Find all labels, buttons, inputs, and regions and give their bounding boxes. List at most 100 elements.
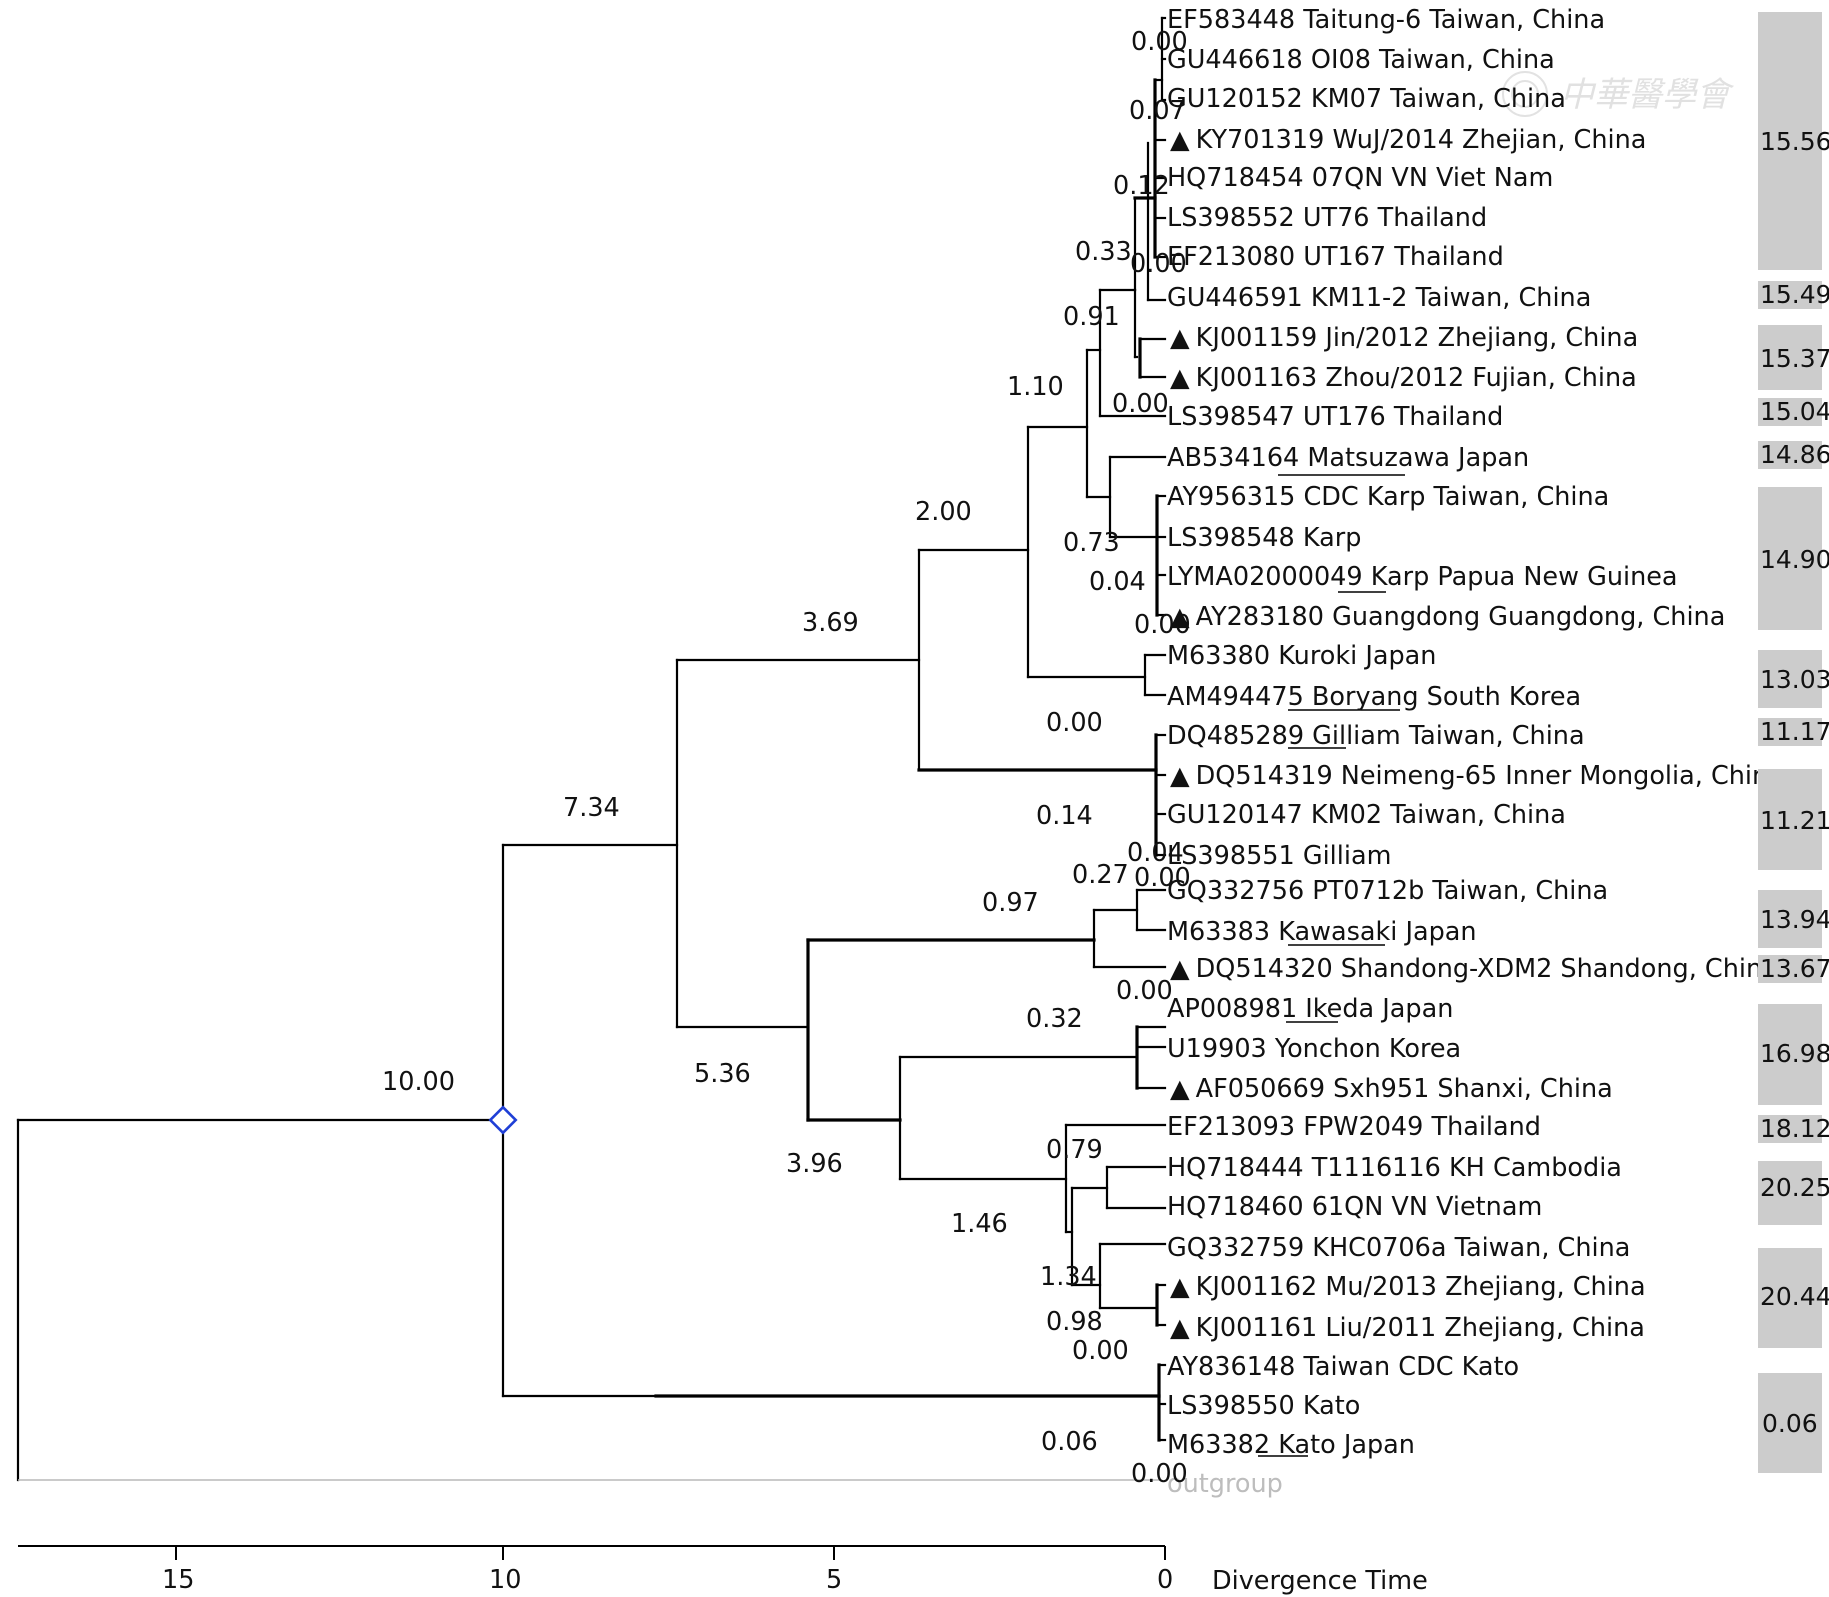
taxon-label: DQ485289 Gilliam Taiwan, China: [1167, 721, 1585, 751]
axis-tick-label: 5: [826, 1565, 842, 1595]
name-underlines: [1258, 474, 1405, 1457]
axis-tick-label: 10: [489, 1565, 521, 1595]
axis-tick-label: 15: [162, 1565, 194, 1595]
node-label: 2.00: [915, 497, 972, 527]
taxon-label: EF583448 Taitung-6 Taiwan, China: [1167, 5, 1605, 35]
node-label: 0.00: [1116, 976, 1173, 1006]
group-value: 13.94: [1760, 905, 1829, 934]
node-label: 0.00: [1131, 1459, 1188, 1489]
taxon-label: ▲KY701319 WuJ/2014 Zhejian, China: [1170, 125, 1646, 155]
group-value: 15.56: [1760, 127, 1829, 156]
node-label: 3.69: [802, 608, 859, 638]
taxon-label: GU446591 KM11-2 Taiwan, China: [1167, 283, 1591, 313]
node-label: 0.32: [1026, 1004, 1083, 1034]
taxon-label: ▲DQ514320 Shandong-XDM2 Shandong, China: [1170, 954, 1778, 984]
taxon-label: HQ718460 61QN VN Vietnam: [1167, 1192, 1542, 1222]
taxon-label: HQ718444 T1116116 KH Cambodia: [1167, 1153, 1622, 1183]
divergence-time-axis: 15 10 5 0 Divergence Time: [18, 1545, 1428, 1596]
node-label: 0.00: [1046, 708, 1103, 738]
taxon-label: LS398547 UT176 Thailand: [1167, 402, 1503, 432]
group-value: 13.03: [1760, 665, 1829, 694]
node-label: 0.91: [1063, 302, 1120, 332]
taxon-label: GU120147 KM02 Taiwan, China: [1167, 800, 1566, 830]
node-label: 0.00: [1134, 863, 1191, 893]
taxon-label: ▲KJ001162 Mu/2013 Zhejiang, China: [1170, 1272, 1646, 1302]
node-label: 0.27: [1072, 860, 1129, 890]
node-label: 0.00: [1130, 249, 1187, 279]
tree-branches: [16, 16, 1167, 1482]
group-value: 0.06: [1762, 1409, 1818, 1438]
taxon-label: AB534164 Matsuzawa Japan: [1167, 443, 1529, 473]
group-value: 11.21: [1760, 806, 1829, 835]
node-label: 0.33: [1075, 237, 1132, 267]
outgroup-label: outgroup: [1167, 1469, 1283, 1499]
taxon-label: ▲AY283180 Guangdong Guangdong, China: [1170, 602, 1725, 632]
group-value: 15.37: [1760, 344, 1829, 373]
taxon-label: LS398552 UT76 Thailand: [1167, 203, 1487, 233]
taxon-label: M63383 Kawasaki Japan: [1167, 917, 1477, 947]
axis-title: Divergence Time: [1212, 1566, 1428, 1596]
taxon-label: EF213080 UT167 Thailand: [1167, 242, 1504, 272]
node-label: 0.07: [1129, 96, 1186, 126]
group-value: 16.98: [1760, 1039, 1829, 1068]
node-label: 0.04: [1127, 838, 1184, 868]
node-label: 0.98: [1046, 1307, 1103, 1337]
group-value: 15.04: [1760, 397, 1829, 426]
taxon-label: LYMA02000049 Karp Papua New Guinea: [1167, 562, 1678, 592]
axis-tick-label: 0: [1157, 1565, 1173, 1595]
taxon-label: GU120152 KM07 Taiwan, China: [1167, 84, 1566, 114]
taxon-label: AY956315 CDC Karp Taiwan, China: [1167, 482, 1609, 512]
node-label: 10.00: [382, 1067, 455, 1097]
taxon-label: ▲KJ001163 Zhou/2012 Fujian, China: [1170, 363, 1637, 393]
taxon-label: ▲DQ514319 Neimeng-65 Inner Mongolia, Chi…: [1170, 761, 1784, 791]
node-label: 0.97: [982, 888, 1039, 918]
node-label: 7.34: [563, 793, 620, 823]
watermark-logo: 中華醫學會: [1502, 71, 1735, 117]
node-label: 0.79: [1046, 1135, 1103, 1165]
node-label: 0.04: [1089, 567, 1146, 597]
taxon-label: AM494475 Boryang South Korea: [1167, 682, 1581, 712]
taxon-label: M63380 Kuroki Japan: [1167, 641, 1436, 671]
group-value: 14.90: [1760, 545, 1829, 574]
node-label: 0.00: [1072, 1336, 1129, 1366]
taxa-labels: EF583448 Taitung-6 Taiwan, China GU44661…: [1167, 5, 1784, 1499]
root-node-marker-icon[interactable]: [488, 1105, 518, 1135]
node-labels: 0.00 0.07 0.12 0.33 0.00 0.91 0.00 1.10 …: [382, 27, 1191, 1489]
taxon-label: HQ718454 07QN VN Viet Nam: [1167, 163, 1553, 193]
group-value: 13.67: [1760, 954, 1829, 983]
taxon-label: AY836148 Taiwan CDC Kato: [1167, 1352, 1519, 1382]
taxon-label: M63382 Kato Japan: [1167, 1430, 1415, 1460]
group-boxes: [1758, 12, 1822, 1473]
node-label: 0.73: [1063, 528, 1120, 558]
taxon-label: LS398551 Gilliam: [1167, 841, 1391, 871]
node-label: 0.12: [1113, 171, 1170, 201]
group-value: 14.86: [1760, 440, 1829, 469]
group-value: 20.25: [1760, 1173, 1829, 1202]
taxon-label: ▲KJ001161 Liu/2011 Zhejiang, China: [1170, 1313, 1645, 1343]
node-label: 5.36: [694, 1059, 751, 1089]
node-label: 0.06: [1041, 1427, 1098, 1457]
node-label: 1.34: [1040, 1262, 1097, 1292]
taxon-label: LS398548 Karp: [1167, 523, 1361, 553]
node-label: 3.96: [786, 1149, 843, 1179]
group-labels: 15.56 15.49 15.37 15.04 14.86 14.90 13.0…: [1760, 127, 1829, 1438]
taxon-label: GQ332756 PT0712b Taiwan, China: [1167, 876, 1608, 906]
taxon-label: ▲AF050669 Sxh951 Shanxi, China: [1170, 1074, 1613, 1104]
node-label: 0.00: [1131, 27, 1188, 57]
taxon-label: EF213093 FPW2049 Thailand: [1167, 1112, 1541, 1142]
group-value: 15.49: [1760, 280, 1829, 309]
node-label: 0.00: [1134, 610, 1191, 640]
taxon-label: ▲KJ001159 Jin/2012 Zhejiang, China: [1170, 323, 1638, 353]
group-value: 11.17: [1760, 717, 1829, 746]
node-label: 1.46: [951, 1209, 1008, 1239]
node-label: 0.00: [1112, 389, 1169, 419]
taxon-label: LS398550 Kato: [1167, 1391, 1360, 1421]
taxon-label: AP008981 Ikeda Japan: [1167, 994, 1453, 1024]
group-value: 18.12: [1760, 1114, 1829, 1143]
node-label: 1.10: [1007, 372, 1064, 402]
group-value: 20.44: [1760, 1282, 1829, 1311]
taxon-label: GQ332759 KHC0706a Taiwan, China: [1167, 1233, 1630, 1263]
taxon-label: U19903 Yonchon Korea: [1167, 1034, 1461, 1064]
taxon-label: GU446618 OI08 Taiwan, China: [1167, 45, 1555, 75]
